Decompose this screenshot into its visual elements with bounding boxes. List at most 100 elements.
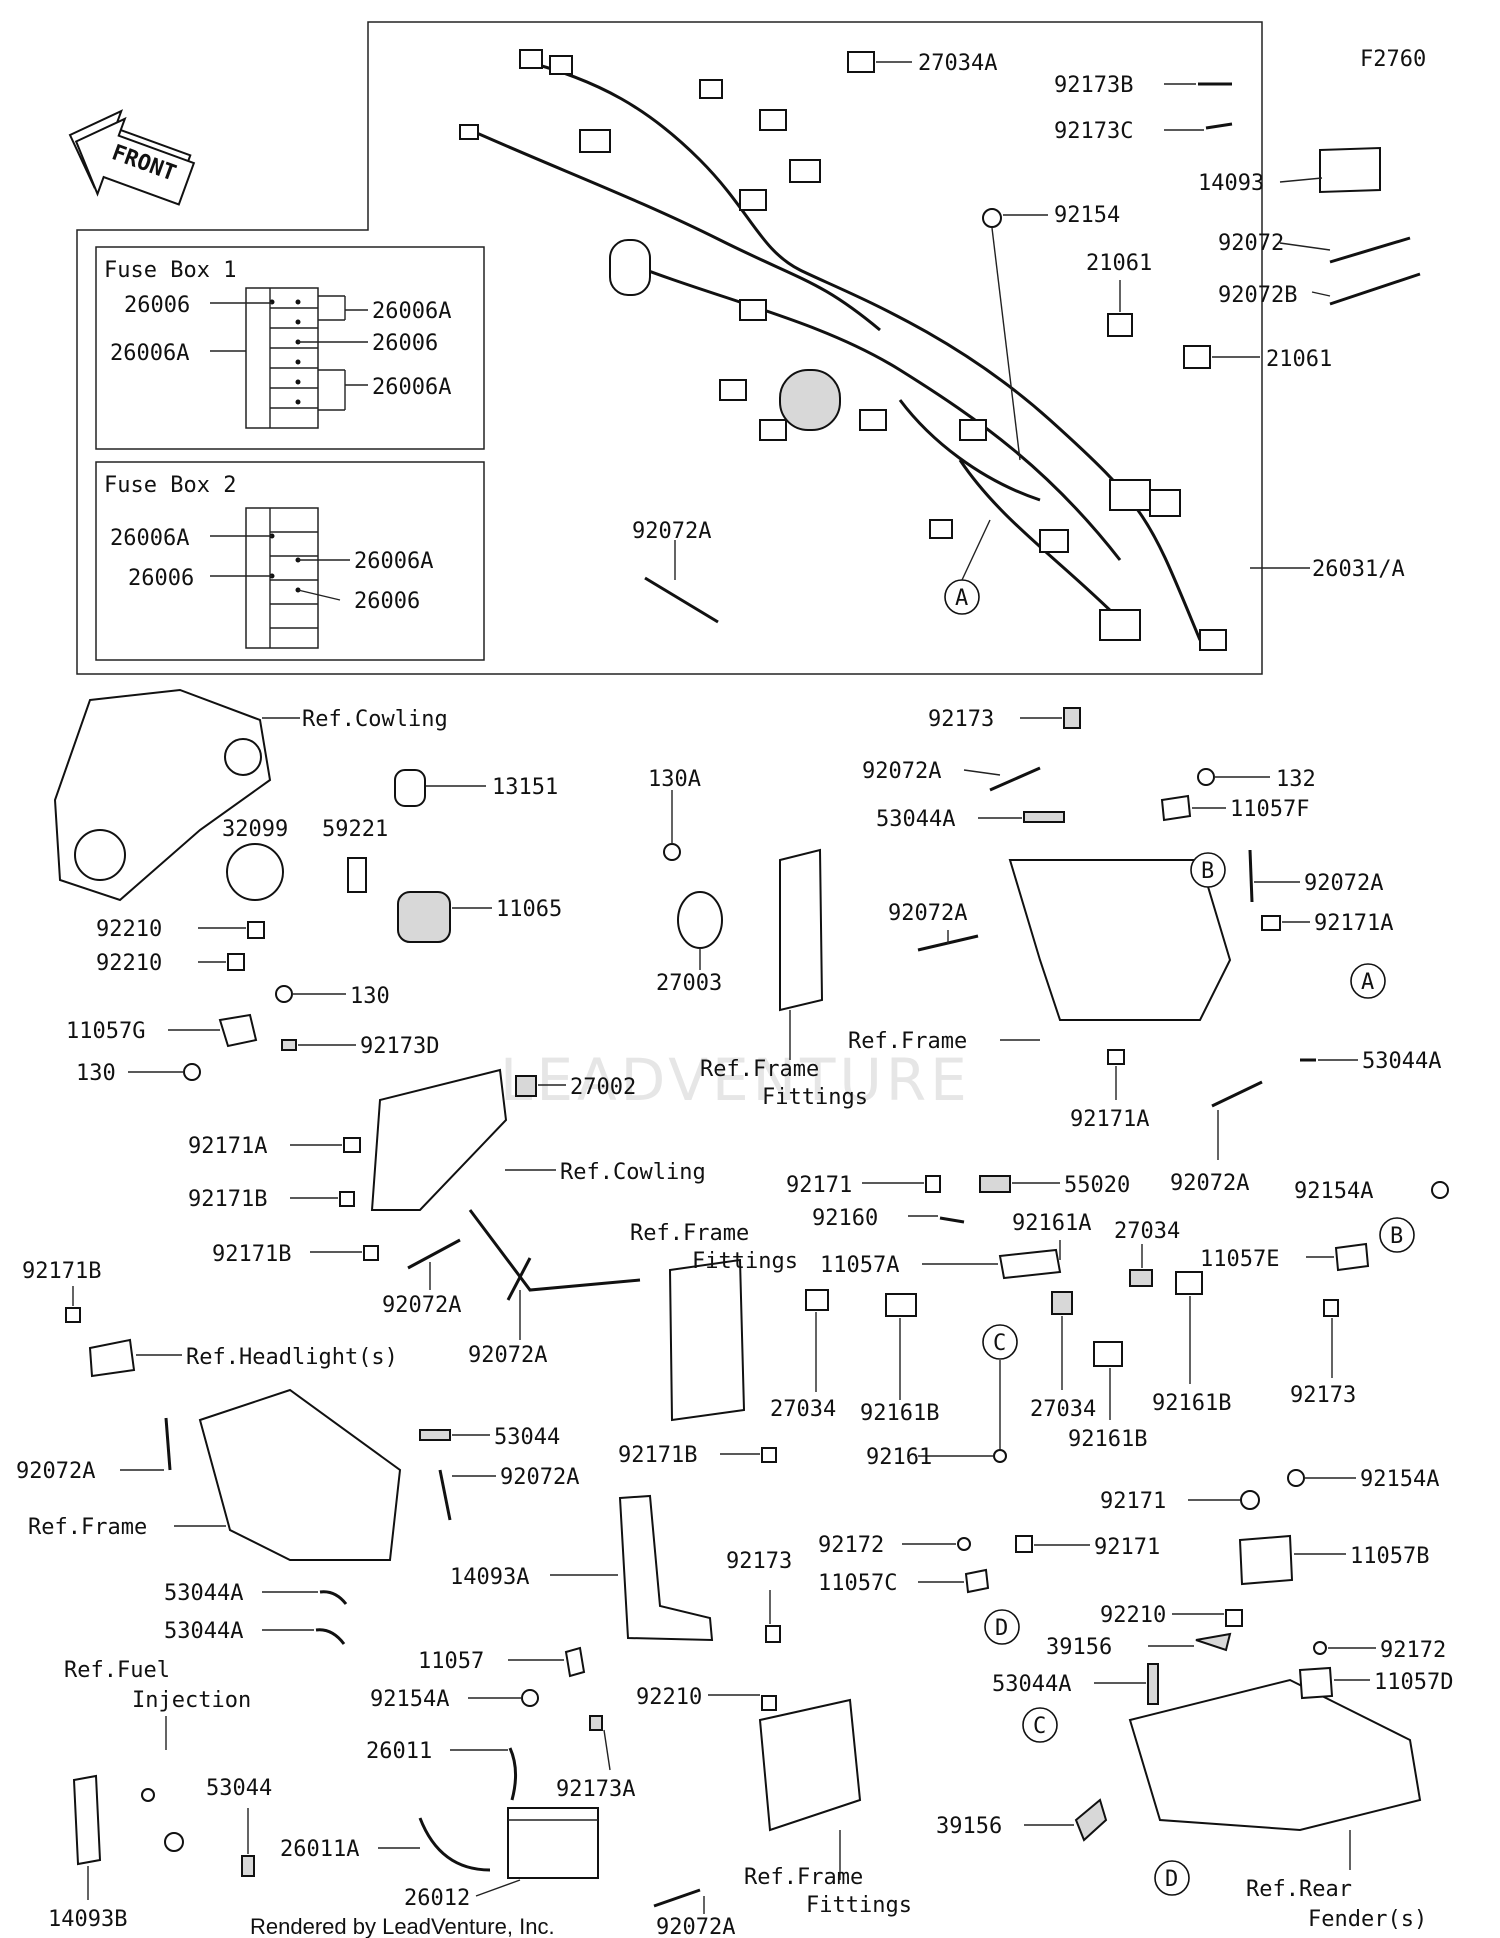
ref-d-a-label: D bbox=[995, 1616, 1008, 1641]
ref-b-r2-label: B bbox=[1390, 1224, 1403, 1249]
bracket-11057 bbox=[564, 1646, 586, 1678]
clamp-53044a-l1 bbox=[319, 1590, 348, 1605]
rear-fender bbox=[1128, 1678, 1422, 1832]
clamp-53044a-rr bbox=[1147, 1663, 1159, 1705]
label-132: 132 bbox=[1276, 767, 1316, 792]
label-ref-cowling-2: Ref.Cowling bbox=[560, 1160, 706, 1185]
bolt-92154a-rr bbox=[1287, 1469, 1305, 1487]
label-26012: 26012 bbox=[404, 1886, 470, 1911]
nut-92171b-m3 bbox=[761, 1447, 777, 1463]
label-92172-a: 92172 bbox=[818, 1533, 884, 1558]
connector-27034-c3 bbox=[1051, 1291, 1073, 1315]
bolt-130a bbox=[663, 843, 681, 861]
bracket-11057g bbox=[218, 1013, 258, 1048]
headlight-bracket bbox=[88, 1338, 136, 1378]
label-27034-c3: 27034 bbox=[1030, 1397, 1096, 1422]
label-92072a-r4: 92072A bbox=[1170, 1171, 1249, 1196]
bolt-92154a-r bbox=[1431, 1181, 1449, 1199]
battery-case bbox=[758, 1698, 862, 1832]
nut-92171b-m1 bbox=[339, 1191, 355, 1207]
bracket-14093 bbox=[1319, 146, 1381, 194]
plate-14093a bbox=[618, 1494, 714, 1642]
bolt-130-a bbox=[275, 985, 293, 1003]
label-130-b: 130 bbox=[76, 1061, 116, 1086]
label-92072a-l2: 92072A bbox=[500, 1465, 579, 1490]
label-21061-a: 21061 bbox=[1086, 251, 1152, 276]
frame-fittings-1 bbox=[779, 848, 824, 1012]
label-92171b-l: 92171B bbox=[22, 1259, 101, 1284]
screw-92172-rr bbox=[1313, 1641, 1327, 1655]
cable-26011a bbox=[418, 1817, 491, 1872]
fuse1-label-4: 26006 bbox=[372, 331, 438, 356]
ref-c-c bbox=[982, 1324, 1018, 1360]
connector-27034-c1 bbox=[1129, 1269, 1153, 1287]
label-92171-rr: 92171 bbox=[1100, 1489, 1166, 1514]
nut-92171-c bbox=[925, 1175, 941, 1193]
label-92210-b: 92210 bbox=[96, 951, 162, 976]
cable-26011 bbox=[508, 1747, 517, 1801]
horn-27003 bbox=[677, 891, 723, 949]
label-92072a-m2: 92072A bbox=[468, 1343, 547, 1368]
label-92072a-r1: 92072A bbox=[862, 759, 941, 784]
label-ref-frame-fittings-1b: Fittings bbox=[762, 1085, 868, 1110]
harness-frame bbox=[76, 21, 1263, 675]
cover-11065 bbox=[397, 891, 451, 943]
fuse2-label-2: 26006 bbox=[128, 566, 194, 591]
ref-d-a bbox=[984, 1609, 1020, 1645]
label-92173b: 92173B bbox=[1054, 73, 1133, 98]
label-ref-fuel-b: Injection bbox=[132, 1688, 251, 1713]
bolt-92154a-b bbox=[521, 1689, 539, 1707]
clamp-53044a-l2 bbox=[315, 1628, 346, 1645]
connector-92161b-c1 bbox=[885, 1293, 917, 1317]
screw-92161 bbox=[993, 1449, 1007, 1463]
bracket-11057c bbox=[964, 1568, 990, 1594]
label-11057b: 11057B bbox=[1350, 1544, 1429, 1569]
horn-32099 bbox=[226, 843, 284, 901]
label-92072a-m1: 92072A bbox=[382, 1293, 461, 1318]
clamp-53044-l bbox=[419, 1429, 451, 1441]
label-92210-b2: 92210 bbox=[636, 1685, 702, 1710]
label-92173d: 92173D bbox=[360, 1034, 439, 1059]
label-92172-rr: 92172 bbox=[1380, 1638, 1446, 1663]
clamp-53044-l2 bbox=[241, 1855, 255, 1877]
footer-credit: Rendered by LeadVenture, Inc. bbox=[250, 1914, 555, 1938]
fuse1-label-1: 26006 bbox=[124, 293, 190, 318]
label-11057a: 11057A bbox=[820, 1253, 899, 1278]
frame-fittings-2 bbox=[668, 1258, 746, 1422]
label-26031a: 26031/A bbox=[1312, 557, 1405, 582]
label-92173-r2: 92173 bbox=[1290, 1383, 1356, 1408]
label-92161b-c3: 92161B bbox=[1152, 1391, 1231, 1416]
connector-92161b-c3 bbox=[1175, 1271, 1203, 1295]
label-130a: 130A bbox=[648, 767, 701, 792]
label-53044a-l2: 53044A bbox=[164, 1619, 243, 1644]
label-53044a-r2: 53044A bbox=[1362, 1049, 1441, 1074]
fuse2-label-3: 26006A bbox=[354, 549, 433, 574]
label-27034a: 27034A bbox=[918, 51, 997, 76]
label-21061-b: 21061 bbox=[1266, 347, 1332, 372]
label-26011a: 26011A bbox=[280, 1837, 359, 1862]
label-14093: 14093 bbox=[1198, 171, 1264, 196]
label-27034-c2: 27034 bbox=[770, 1397, 836, 1422]
label-27034-c1: 27034 bbox=[1114, 1219, 1180, 1244]
ref-d-rr bbox=[1154, 1860, 1190, 1896]
bracket-14093b bbox=[72, 1774, 102, 1866]
frame-lower-left bbox=[198, 1388, 402, 1561]
fuse1-label-2: 26006A bbox=[110, 341, 189, 366]
clamp-53044a-r bbox=[1023, 811, 1065, 823]
label-53044a-r: 53044A bbox=[876, 807, 955, 832]
front-arrow-icon: FRONT bbox=[68, 109, 196, 206]
socket-13151 bbox=[394, 769, 426, 807]
main-harness bbox=[459, 49, 1227, 651]
clip-92173 bbox=[1063, 707, 1081, 729]
bracket-11057f bbox=[1160, 794, 1192, 822]
label-92072: 92072 bbox=[1218, 231, 1284, 256]
label-55020: 55020 bbox=[1064, 1173, 1130, 1198]
ref-a-top-label: A bbox=[955, 586, 968, 611]
label-92171b-m1: 92171B bbox=[188, 1187, 267, 1212]
label-11057c: 11057C bbox=[818, 1571, 897, 1596]
label-92173-b: 92173 bbox=[726, 1549, 792, 1574]
label-39156-a: 39156 bbox=[1046, 1635, 1112, 1660]
label-92154a-r: 92154A bbox=[1294, 1179, 1373, 1204]
ref-b-r bbox=[1190, 852, 1226, 888]
nut-92210-a bbox=[247, 921, 265, 939]
